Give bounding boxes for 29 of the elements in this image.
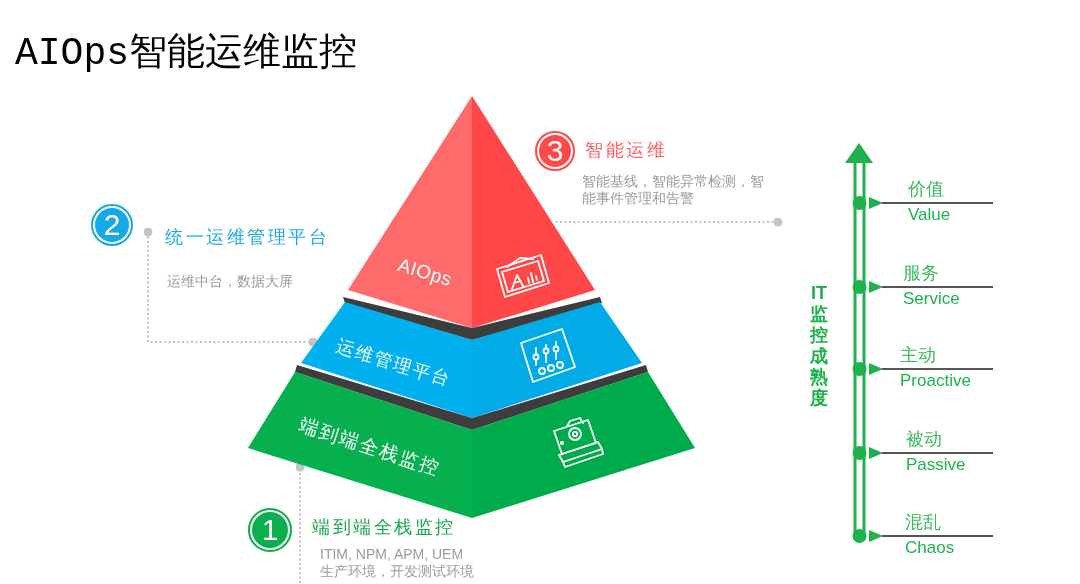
callout-heading: 端到端全栈监控 (312, 516, 456, 538)
axis-title: IT监控成熟度 (809, 283, 829, 409)
title: AIOps智能运维监控 (15, 31, 358, 77)
level-label: Passive (906, 455, 966, 475)
level-label: Service (903, 289, 960, 309)
tier-label: 端到端全栈监控 (296, 413, 444, 481)
level-label: Proactive (900, 371, 971, 391)
number-circle: 3 (535, 131, 575, 171)
callout-heading: 统一运维管理平台 (165, 226, 329, 248)
number-circle: 1 (248, 508, 292, 552)
callout-text: 智能基线，智能异常检测，智能事件管理和告警 (582, 173, 765, 207)
leader-line (143, 227, 318, 347)
callout-text: 生产环境，开发测试环境 (320, 563, 474, 580)
leader-line (295, 462, 305, 584)
level-label: Value (908, 205, 951, 225)
pyramid-tier (301, 297, 642, 418)
callout-heading: 智能运维 (585, 139, 667, 161)
level-label: Chaos (905, 538, 955, 558)
tier-label: 运维管理平台 (333, 334, 455, 392)
level-label: 被动 (906, 428, 942, 450)
callout-text: 运维中台，数据大屏 (167, 273, 293, 290)
level-label: 主动 (900, 344, 936, 366)
callout-text: ITIM, NPM, APM, UEM (320, 546, 464, 563)
level-label: 服务 (903, 262, 939, 284)
tier-label: AIOps (395, 252, 455, 292)
leader-line (553, 217, 783, 227)
level-label: 价值 (908, 178, 944, 200)
level-label: 混乱 (905, 511, 941, 533)
number-circle: 2 (91, 204, 133, 246)
